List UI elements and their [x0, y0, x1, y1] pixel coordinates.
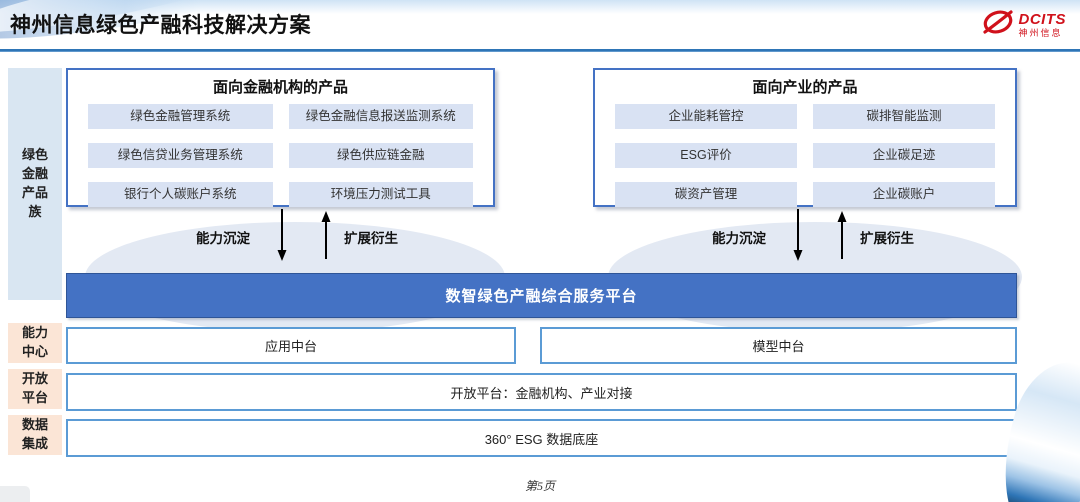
strip-line: 开放 — [21, 371, 48, 387]
product-item: 银行个人碳账户系统 — [88, 182, 273, 207]
product-item: 绿色金融信息报送监测系统 — [288, 104, 473, 129]
strip-line: 中心 — [21, 344, 48, 359]
industry-products-grid: 企业能耗管控 碳排智能监测 ESG评价 企业碳足迹 碳资产管理 企业碳账户 — [615, 104, 995, 207]
logo-brand: DCITS — [1018, 10, 1066, 28]
expand-derive-label: 扩展衍生 — [344, 231, 398, 246]
product-item: 企业碳账户 — [813, 182, 995, 207]
product-item: 碳资产管理 — [615, 182, 797, 207]
bottom-left-decoration — [0, 486, 30, 502]
sidebar-open-platform: 开放 平台 — [8, 369, 62, 409]
esg-data-base-box: 360° ESG 数据底座 — [66, 419, 1017, 457]
expand-derive-label: 扩展衍生 — [860, 231, 914, 246]
industry-panel-title: 面向产业的产品 — [752, 79, 858, 96]
dcits-logo: DCITS 神州信息 — [982, 8, 1067, 41]
capability-sink-label: 能力沉淀 — [196, 231, 250, 246]
sidebar-data-integration: 数据 集成 — [8, 415, 62, 455]
capability-sink-label: 能力沉淀 — [712, 231, 766, 246]
logo-text: DCITS 神州信息 — [1019, 12, 1067, 38]
strip-line: 数据 — [21, 417, 48, 433]
model-middle-platform-box: 模型中台 — [540, 327, 1017, 364]
product-item: 企业碳足迹 — [813, 143, 995, 168]
product-item: 环境压力测试工具 — [288, 182, 473, 207]
strip-line: 族 — [28, 203, 42, 219]
strip-line: 金融 — [21, 166, 48, 182]
page-title: 神州信息绿色产融科技解决方案 — [10, 14, 311, 37]
strip-line: 绿色 — [21, 147, 48, 163]
product-item: ESG评价 — [615, 143, 797, 168]
strip-line: 能力 — [21, 325, 48, 341]
sidebar-capability-center: 能力 中心 — [8, 323, 62, 363]
left-flow-group: 能力沉淀 扩展衍生 — [196, 208, 398, 266]
down-arrow-icon — [792, 208, 804, 266]
top-gradient-band — [0, 0, 1080, 14]
up-arrow-icon — [836, 210, 848, 264]
right-flow-group: 能力沉淀 扩展衍生 — [712, 208, 914, 266]
up-arrow-icon — [320, 210, 332, 264]
finance-panel-title: 面向金融机构的产品 — [212, 79, 348, 96]
down-arrow-icon — [276, 208, 288, 266]
platform-bar: 数智绿色产融综合服务平台 — [66, 273, 1017, 318]
strip-line: 产品 — [21, 185, 48, 200]
logo-brand-cn: 神州信息 — [1018, 27, 1063, 38]
product-item: 企业能耗管控 — [615, 104, 797, 129]
finance-products-grid: 绿色金融管理系统 绿色金融信息报送监测系统 绿色信贷业务管理系统 绿色供应链金融… — [88, 104, 473, 207]
page-number: 第5页 — [524, 479, 555, 493]
product-item: 绿色金融管理系统 — [88, 104, 273, 129]
dcits-swoosh-icon — [982, 8, 1014, 41]
product-item: 绿色供应链金融 — [288, 143, 473, 168]
header-divider-line — [0, 49, 1080, 52]
sidebar-product-family: 绿色 金融 产品 族 — [8, 68, 62, 300]
product-item: 绿色信贷业务管理系统 — [88, 143, 273, 168]
finance-products-panel: 面向金融机构的产品 绿色金融管理系统 绿色金融信息报送监测系统 绿色信贷业务管理… — [66, 68, 495, 207]
strip-line: 集成 — [21, 436, 48, 451]
strip-line: 平台 — [21, 390, 48, 405]
industry-products-panel: 面向产业的产品 企业能耗管控 碳排智能监测 ESG评价 企业碳足迹 碳资产管理 … — [593, 68, 1017, 207]
open-platform-box: 开放平台：金融机构、产业对接 — [66, 373, 1017, 411]
app-middle-platform-box: 应用中台 — [66, 327, 516, 364]
product-item: 碳排智能监测 — [813, 104, 995, 129]
